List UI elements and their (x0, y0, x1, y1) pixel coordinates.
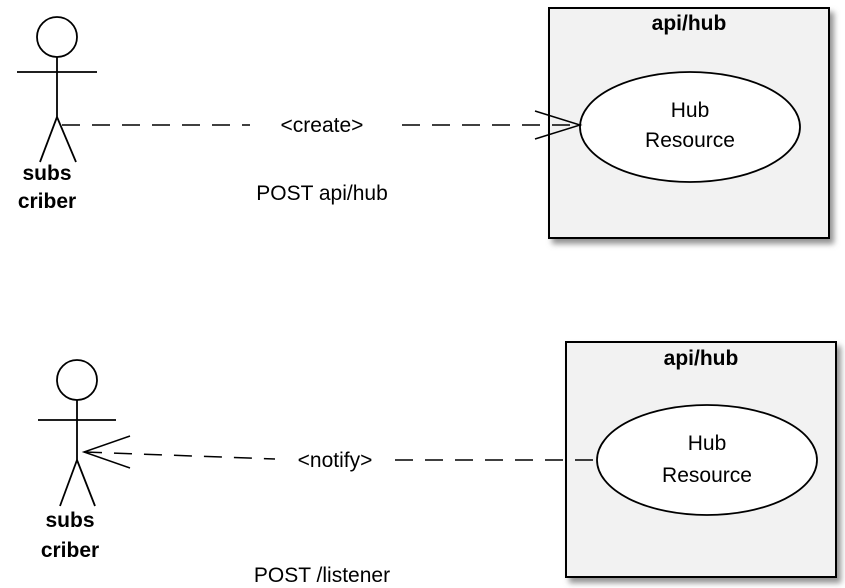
actor-head (56, 359, 98, 401)
diagram-create: api/hub Hub Resource subs criber <create… (17, 7, 830, 239)
actor-name-line1: subs (45, 509, 94, 532)
usecase-label-line1: Hub (671, 99, 710, 122)
request-caption: POST api/hub (256, 182, 388, 205)
message-create-arrow[interactable] (62, 110, 583, 140)
actor-left-leg (59, 459, 78, 507)
actor-right-leg (76, 459, 96, 507)
message-line-left (83, 451, 276, 460)
usecase-hub-resource-top[interactable]: Hub Resource (579, 71, 801, 183)
usecase-label-line2: Resource (662, 464, 752, 487)
usecase-label-line2: Resource (645, 129, 735, 152)
usecase-hub-resource-bottom[interactable]: Hub Resource (596, 404, 818, 516)
actor-subscriber-bottom[interactable] (38, 359, 116, 507)
arrowhead-open-left (81, 435, 131, 469)
actor-name-line2: criber (41, 539, 99, 562)
request-caption: POST /listener (254, 564, 390, 587)
actor-left-leg (39, 116, 58, 163)
message-notify-arrow[interactable] (81, 435, 597, 469)
system-box-title: api/hub (664, 347, 739, 370)
message-label: <notify> (298, 449, 373, 472)
system-box-title: api/hub (652, 12, 727, 35)
diagram-notify: api/hub Hub Resource subs criber <notify… (38, 341, 837, 587)
actor-subscriber-top[interactable] (17, 16, 97, 163)
message-label: <create> (281, 114, 364, 137)
actor-right-leg (56, 116, 77, 163)
arrowhead-open-right (534, 110, 583, 140)
usecase-label-line1: Hub (688, 432, 727, 455)
actor-name-line1: subs (22, 162, 71, 185)
actor-name-line2: criber (18, 190, 76, 213)
actor-head (36, 16, 78, 58)
